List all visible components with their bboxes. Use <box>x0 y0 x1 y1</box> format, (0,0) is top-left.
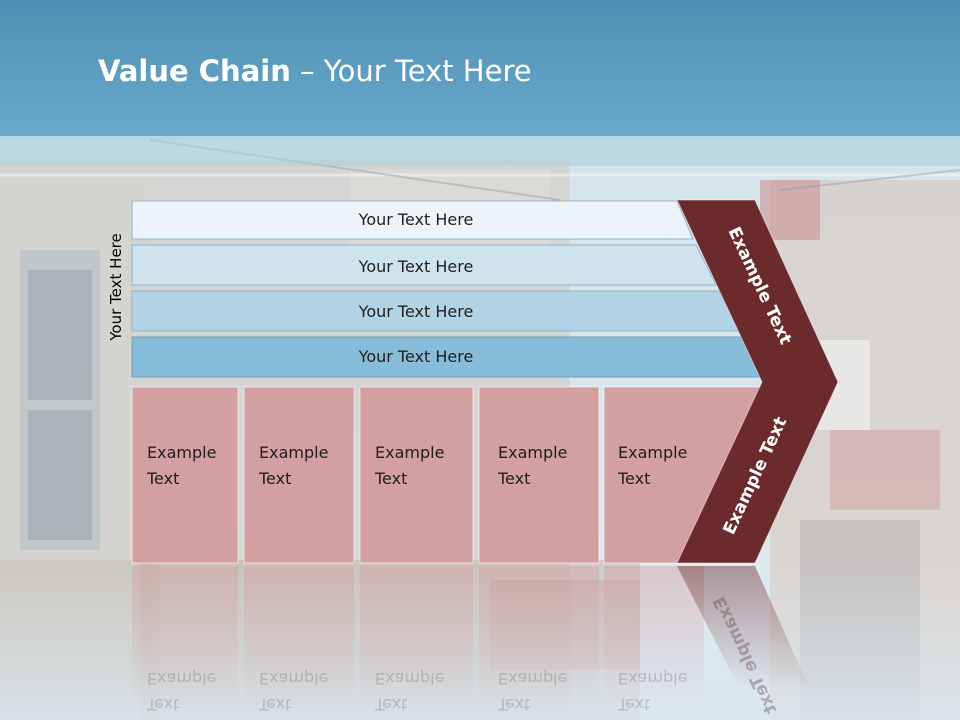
activity-cell-3 <box>359 386 474 564</box>
activity-cell-4 <box>478 386 600 564</box>
support-row-1 <box>131 200 694 240</box>
support-row-2-label: Your Text Here <box>358 257 474 276</box>
page-title: Value Chain – Your Text Here <box>98 54 532 88</box>
title-rest: – Your Text Here <box>290 54 532 88</box>
support-row-2 <box>131 244 717 286</box>
margin-chevron <box>676 199 839 564</box>
activity-cell-1 <box>131 386 239 564</box>
support-row-4-label: Your Text Here <box>358 347 474 366</box>
title-bold: Value Chain <box>98 54 291 88</box>
support-row-3-label: Your Text Here <box>358 302 474 321</box>
activity-cell-2 <box>243 386 355 564</box>
support-row-1-label: Your Text Here <box>358 210 474 229</box>
